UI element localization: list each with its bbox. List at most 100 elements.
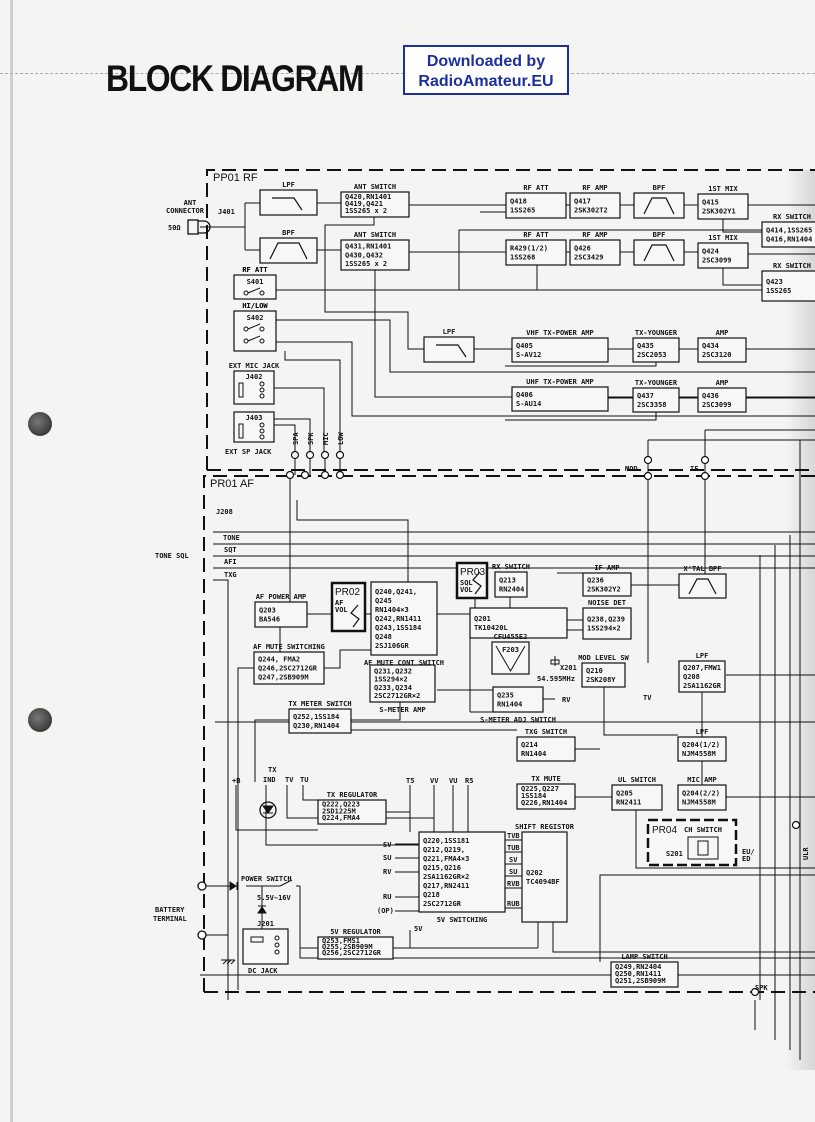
block-text: Q213: [499, 577, 516, 585]
connector-terminal: [335, 450, 345, 460]
signal-line: [324, 649, 371, 669]
block-box: [633, 192, 685, 219]
section-title-af: PR01 AF: [210, 478, 254, 490]
block-text: Q202: [526, 869, 543, 877]
phone-jack-icon: [238, 423, 244, 439]
block-text: Q423: [766, 278, 783, 286]
block-box: [369, 664, 436, 703]
block-text: Q204(2/2): [682, 790, 720, 798]
connector-terminal: [300, 470, 310, 480]
block-label: IF AMP: [594, 564, 619, 572]
block-box: [632, 337, 680, 363]
block-text: Q243,1SS184: [375, 624, 421, 632]
signal-line: [722, 219, 762, 233]
block-text: Q418: [510, 198, 527, 206]
block-text: EU/: [742, 848, 755, 856]
block-text: S-AU14: [516, 400, 541, 408]
block-box: [505, 239, 567, 266]
block-text: F203: [502, 646, 519, 654]
block-text: Q434: [702, 342, 719, 350]
switch-contact-icon: [259, 326, 265, 332]
block-label: ANT SWITCH: [354, 231, 396, 239]
potentiometer-icon: [350, 604, 360, 628]
label-r5: R5: [465, 777, 473, 785]
signal-line: [286, 785, 318, 819]
block-box: [254, 601, 308, 628]
block-box: [340, 191, 410, 218]
signal-line: [599, 874, 815, 962]
signal-line: [235, 785, 318, 831]
watermark-line-2: RadioAmateur.EU: [418, 73, 554, 90]
connector-terminal: [290, 450, 300, 460]
jack-pin-icon: [274, 949, 280, 955]
label-tone: TONE: [223, 534, 240, 542]
jack-pin-icon: [259, 434, 265, 440]
label-su: SU: [383, 854, 391, 862]
block-box: [646, 818, 738, 867]
block-text: Q414,1SS265: [766, 227, 812, 235]
block-text: Q230,RN1404: [293, 722, 339, 730]
block-box: [494, 571, 528, 598]
block-text: VOL: [335, 606, 348, 614]
section-title-rf: PP01 RF: [213, 172, 258, 184]
connector-terminal: [750, 987, 760, 997]
block-label: 1ST MIX: [708, 234, 738, 242]
signal-line: [254, 719, 289, 782]
connector-terminal: [285, 470, 295, 480]
label-ru: RU: [383, 893, 391, 901]
block-box: [677, 784, 727, 811]
watermark-box[interactable]: Downloaded by RadioAmateur.EU: [403, 45, 569, 95]
block-label: X'TAL BPF: [684, 565, 722, 573]
label-j401: J401: [218, 208, 235, 216]
rotary-switch-icon: [687, 836, 719, 860]
block-text: Q436: [702, 392, 719, 400]
block-text: Q251,2SB909M: [615, 977, 666, 985]
crystal-icon: [550, 656, 560, 666]
block-text: 2SJ106GR: [375, 642, 410, 650]
label-t5: T5: [406, 777, 414, 785]
block-box: [317, 936, 394, 960]
punch-hole: [28, 708, 52, 732]
jack-pin-icon: [274, 942, 280, 948]
rotary-switch-icon: [697, 840, 709, 856]
signal-line: [299, 886, 815, 959]
block-label: NOISE DET: [588, 599, 626, 607]
block-text: Q231,Q232: [374, 667, 412, 675]
block-text: 2SK208Y: [586, 676, 616, 684]
block-label: TX-YOUNGER: [635, 379, 678, 387]
label-tu: TU: [300, 776, 308, 784]
block-label: BPF: [653, 184, 666, 192]
label-pin-tub: TUB: [507, 844, 520, 852]
label-dc-jack: DC JACK: [248, 967, 278, 975]
power-switch-icon[interactable]: [279, 879, 293, 887]
block-box: [370, 581, 438, 656]
block-text: Q236: [587, 577, 604, 585]
block-box: [511, 337, 609, 363]
block-text: Q406: [516, 391, 533, 399]
block-label: LAMP SWITCH: [621, 953, 667, 961]
jack-pin-icon: [259, 428, 265, 434]
block-text: Q249,RN2404: [615, 963, 661, 971]
block-text: VOL: [460, 586, 473, 594]
block-label: TX REGULATOR: [327, 791, 378, 799]
block-text: 2SA1162GR×2: [423, 873, 469, 881]
block-text: Q426: [574, 245, 591, 253]
block-label: HI/LOW: [242, 302, 268, 310]
jack-pin-icon: [259, 422, 265, 428]
block-text: Q435: [637, 342, 654, 350]
block-reg5v: 5V REGULATORQ253,FMS1Q255,2SB909MQ256,2S…: [317, 928, 394, 960]
signal-line: [635, 810, 815, 869]
